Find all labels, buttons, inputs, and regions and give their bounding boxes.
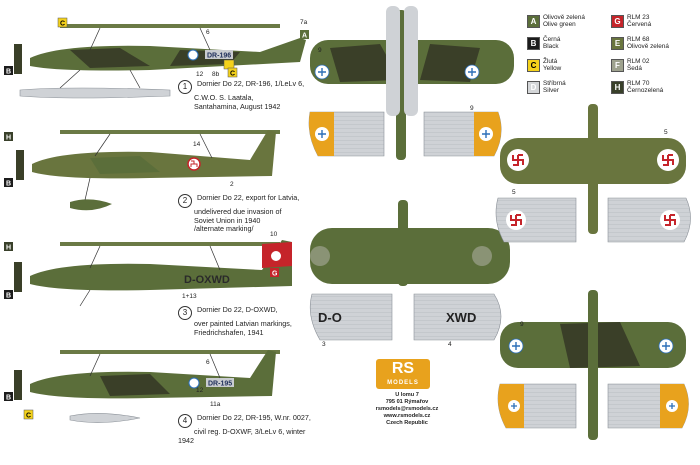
wing-code-right-3: XWD (446, 310, 476, 325)
svg-text:G: G (272, 271, 278, 278)
top-view-1 (310, 6, 514, 160)
float-1 (19, 87, 171, 99)
lower-wings-1 (308, 111, 502, 157)
svg-text:B: B (6, 293, 11, 300)
caption-1: 1 Dornier Do 22, DR-196, 1/LeLv 6, C.W.O… (178, 79, 308, 111)
lower-wings-3: D-O XWD (309, 293, 502, 341)
svg-text:C: C (230, 71, 235, 78)
code-text-4: DR-195 (208, 381, 232, 388)
svg-text:12: 12 (196, 71, 204, 78)
svg-text:5: 5 (664, 129, 668, 136)
caption-2: 2 Dornier Do 22, export for Latvia, unde… (178, 193, 308, 234)
float-4 (69, 413, 141, 423)
propeller-2 (16, 150, 24, 180)
propeller-4 (14, 370, 22, 400)
callout-numbers: 7a 6 8b 12 14 2 10 1+13 6 11a 12 (182, 19, 308, 408)
roundel-1 (187, 49, 199, 61)
profile-3: D-OXWD (14, 240, 292, 307)
propeller-1 (14, 44, 22, 74)
svg-text:C: C (60, 21, 65, 28)
svg-text:12: 12 (196, 387, 204, 394)
svg-text:10: 10 (270, 231, 278, 238)
svg-text:7a: 7a (300, 19, 308, 26)
svg-text:B: B (6, 69, 11, 76)
camo-1 (70, 48, 150, 68)
top-view-right-4 (497, 290, 689, 440)
svg-text:2: 2 (230, 181, 234, 188)
svg-text:9: 9 (470, 105, 474, 112)
company-address: U lomu 7 795 01 Rýmařov rsmodels@rsmodel… (375, 392, 439, 426)
fuselage-3 (30, 240, 292, 291)
top-view-right-2 (495, 104, 691, 243)
rs-models-logo: RS MODELS (376, 359, 430, 389)
svg-text:H: H (6, 245, 11, 252)
svg-text:B: B (6, 395, 11, 402)
caption-3: 3 Dornier Do 22, D-OXWD, over painted La… (178, 305, 308, 337)
top-view-2 (310, 200, 510, 286)
svg-text:9: 9 (318, 47, 322, 54)
svg-text:8b: 8b (212, 71, 220, 78)
fuselage-1 (30, 38, 306, 71)
svg-text:14: 14 (193, 141, 201, 148)
svg-text:4: 4 (448, 341, 452, 348)
propeller-3 (14, 262, 22, 292)
svg-text:3: 3 (322, 341, 326, 348)
caption-4: 4 Dornier Do 22, DR-195, W.nr. 0027, civ… (178, 413, 311, 445)
profile-2 (16, 130, 280, 211)
float-2 (70, 199, 112, 211)
code-text-1: DR-196 (207, 53, 231, 60)
upper-wing-1 (60, 24, 280, 28)
svg-text:6: 6 (206, 359, 210, 366)
svg-text:9: 9 (520, 321, 524, 328)
profile-1: DR-196 (14, 24, 306, 99)
svg-text:6: 6 (206, 29, 210, 36)
svg-text:B: B (6, 181, 11, 188)
wing-code-left-3: D-O (318, 310, 342, 325)
svg-text:H: H (6, 135, 11, 142)
upper-wing-top-2 (310, 228, 510, 284)
fuselage-2 (32, 130, 276, 179)
registration-3: D-OXWD (184, 274, 230, 286)
svg-text:11a: 11a (210, 401, 221, 408)
svg-text:1+13: 1+13 (182, 293, 197, 300)
svg-text:A: A (302, 33, 307, 40)
yellow-band-1 (223, 59, 235, 70)
callout-markers: B C B H H B B C A C G (4, 17, 309, 420)
svg-text:5: 5 (512, 189, 516, 196)
profile-4: DR-195 (14, 350, 280, 423)
code-panel-1 (205, 50, 233, 59)
svg-text:C: C (26, 413, 31, 420)
callout-numbers-right: 9 9 5 5 3 4 9 (318, 47, 668, 348)
